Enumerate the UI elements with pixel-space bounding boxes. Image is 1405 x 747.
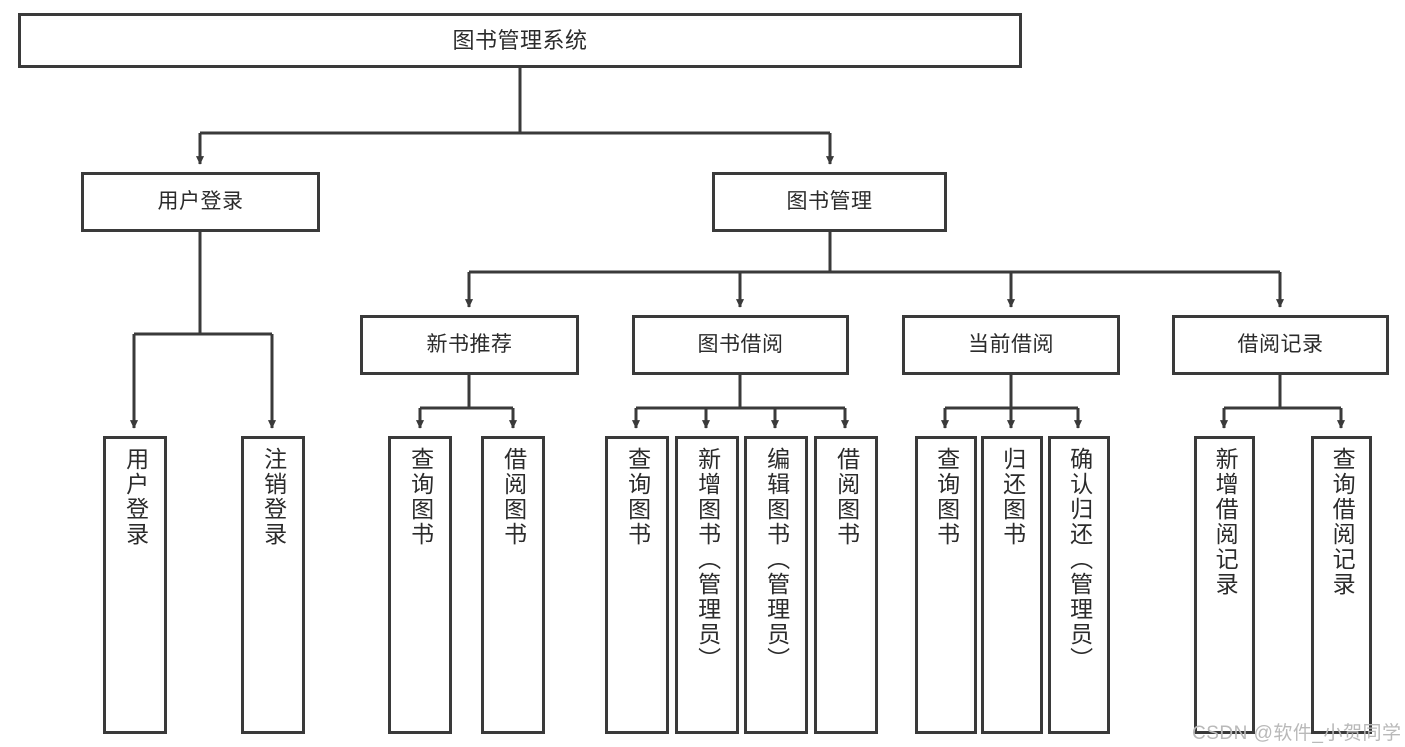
- leaf-user-logout[interactable]: 注销登录: [241, 436, 305, 734]
- node-label: 借阅记录: [1237, 332, 1324, 356]
- node-label: 查询借阅记录: [1329, 447, 1356, 597]
- node-borrow-records[interactable]: 借阅记录: [1172, 315, 1389, 375]
- node-label: 借阅图书: [833, 447, 860, 547]
- node-label: 新增图书（管理员）: [694, 447, 721, 672]
- node-label: 归还图书: [999, 447, 1026, 547]
- leaf-borrow-lend-book[interactable]: 借阅图书: [814, 436, 878, 734]
- node-label: 查询图书: [624, 447, 651, 547]
- node-label: 新增借阅记录: [1212, 447, 1239, 597]
- leaf-user-login[interactable]: 用户登录: [103, 436, 167, 734]
- node-label: 用户登录: [122, 447, 149, 547]
- node-label: 图书管理: [786, 189, 873, 213]
- csdn-watermark: CSDN @软件_小贺同学: [1192, 718, 1401, 745]
- node-root-system[interactable]: 图书管理系统: [18, 13, 1022, 68]
- node-label: 新书推荐: [426, 332, 513, 356]
- node-label: 图书借阅: [697, 332, 784, 356]
- leaf-newbooks-query-book[interactable]: 查询图书: [388, 436, 452, 734]
- leaf-newbooks-borrow-book[interactable]: 借阅图书: [481, 436, 545, 734]
- leaf-borrow-edit-book-admin[interactable]: 编辑图书（管理员）: [744, 436, 808, 734]
- node-label: 确认归还（管理员）: [1066, 447, 1093, 672]
- node-current-borrow[interactable]: 当前借阅: [902, 315, 1120, 375]
- node-book-management[interactable]: 图书管理: [712, 172, 947, 232]
- node-label: 图书管理系统: [452, 27, 588, 53]
- watermark-text: CSDN @软件_小贺同学: [1192, 723, 1402, 744]
- node-label: 注销登录: [260, 447, 287, 547]
- leaf-borrow-query-book[interactable]: 查询图书: [605, 436, 669, 734]
- leaf-current-confirm-return-admin[interactable]: 确认归还（管理员）: [1048, 436, 1110, 734]
- node-new-book-recommend[interactable]: 新书推荐: [360, 315, 579, 375]
- leaf-current-query-book[interactable]: 查询图书: [915, 436, 977, 734]
- node-user-login[interactable]: 用户登录: [81, 172, 320, 232]
- node-label: 查询图书: [933, 447, 960, 547]
- node-label: 查询图书: [407, 447, 434, 547]
- node-label: 当前借阅: [968, 332, 1054, 356]
- node-book-borrow[interactable]: 图书借阅: [632, 315, 849, 375]
- leaf-borrow-add-book-admin[interactable]: 新增图书（管理员）: [675, 436, 739, 734]
- leaf-current-return-book[interactable]: 归还图书: [981, 436, 1043, 734]
- leaf-records-add-record[interactable]: 新增借阅记录: [1194, 436, 1255, 734]
- node-label: 用户登录: [157, 189, 244, 213]
- node-label: 借阅图书: [500, 447, 527, 547]
- leaf-records-query-record[interactable]: 查询借阅记录: [1311, 436, 1372, 734]
- node-label: 编辑图书（管理员）: [763, 447, 790, 672]
